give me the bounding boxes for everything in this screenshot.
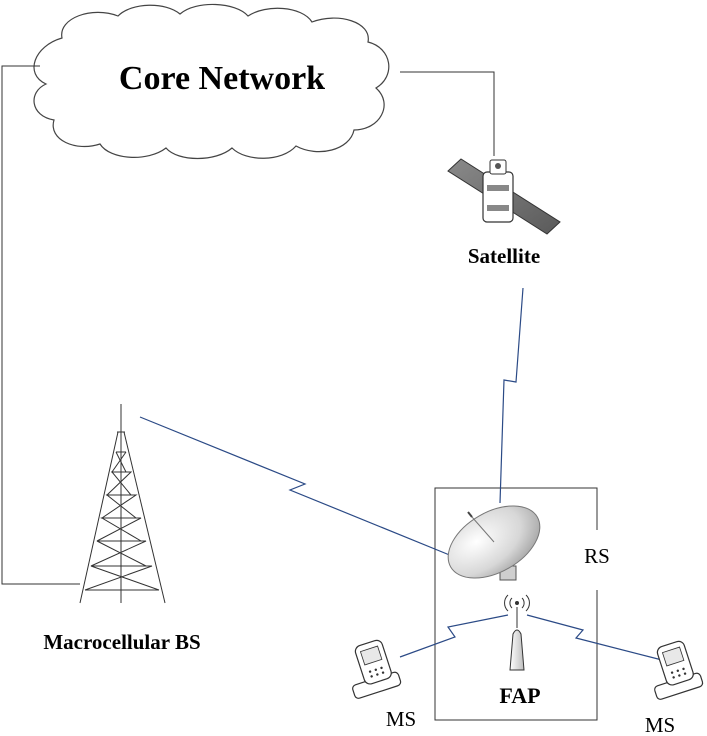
satellite-icon	[447, 158, 561, 235]
fap-label: FAP	[499, 683, 540, 708]
femto-access-point-icon	[504, 594, 530, 671]
ms-right: MS	[645, 640, 704, 736]
relay-station-box: RS	[434, 487, 610, 721]
radio-fap-to-ms-left	[399, 614, 509, 658]
radio-links	[139, 287, 663, 661]
fap: FAP	[499, 594, 541, 708]
wired-links	[1, 65, 495, 585]
satellite-label: Satellite	[468, 244, 540, 268]
cloud-icon	[33, 3, 390, 159]
ms-right-label: MS	[645, 713, 675, 736]
macrocellular-bs-label: Macrocellular BS	[43, 630, 200, 654]
relay-dish	[447, 505, 541, 581]
wire-core-to-satellite	[400, 71, 495, 156]
satellite: Satellite	[447, 158, 561, 268]
radio-macro-to-rs	[139, 416, 453, 557]
core-network-cloud: Core Network	[33, 3, 390, 159]
rs-label: RS	[584, 544, 610, 568]
core-network-label: Core Network	[119, 60, 325, 97]
radio-satellite-to-rs	[499, 287, 524, 504]
cell-tower-icon	[79, 404, 166, 604]
ms-left: MS	[352, 639, 416, 731]
flip-phone-icon	[654, 640, 704, 700]
radio-fap-to-ms-right	[526, 614, 663, 661]
satellite-dish-icon	[447, 505, 541, 581]
ms-left-label: MS	[386, 707, 416, 731]
flip-phone-icon	[352, 639, 402, 699]
macrocellular-bs: Macrocellular BS	[43, 404, 201, 654]
wire-core-to-macro	[1, 65, 80, 585]
